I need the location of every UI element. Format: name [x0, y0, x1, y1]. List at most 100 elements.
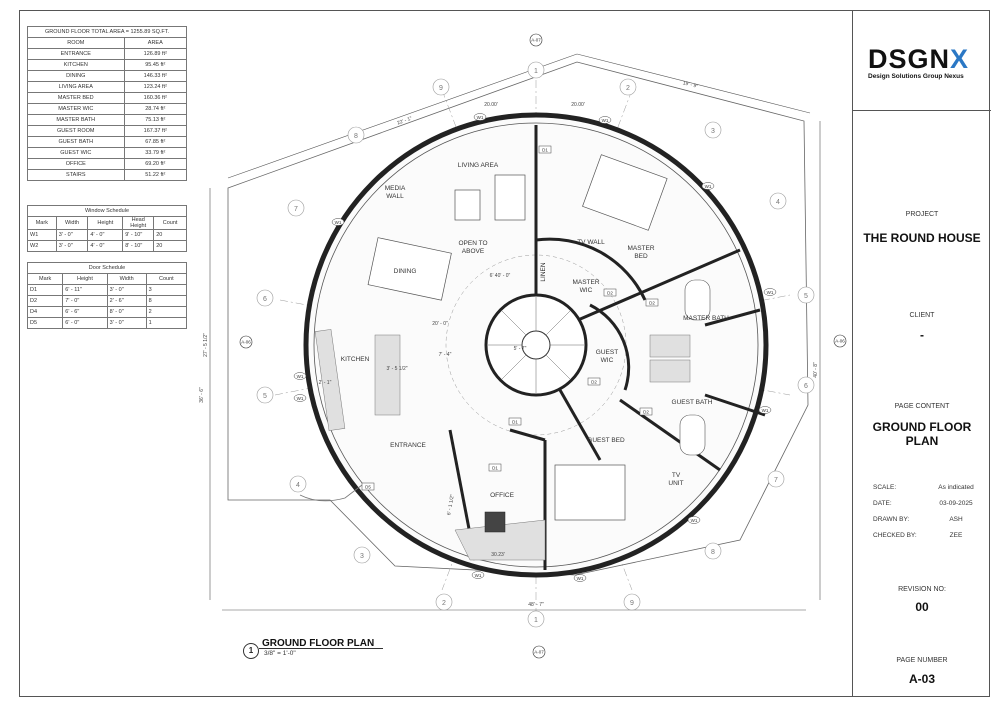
room-label-master-wic: WIC [580, 287, 593, 294]
coffee-table [454, 189, 481, 221]
svg-text:4: 4 [296, 482, 300, 489]
svg-text:7: 7 [774, 477, 778, 484]
svg-text:D2: D2 [643, 410, 649, 415]
grid-bubbles: 1 1 2 2 3 3 4 4 5 5 6 6 7 7 8 8 9 9 [256, 61, 815, 628]
window-tag: W1 [758, 406, 772, 414]
svg-text:W1: W1 [767, 290, 774, 295]
svg-text:W1: W1 [762, 408, 769, 413]
svg-text:5: 5 [804, 293, 808, 300]
dim-top-right: 19' - 9" [682, 80, 699, 90]
section-marker-right: A-06 [833, 334, 847, 348]
divider [853, 110, 991, 111]
grid-bubble: 3 [704, 121, 722, 139]
dim-label: 20' - 0" [432, 321, 448, 327]
svg-text:A-07: A-07 [531, 38, 541, 43]
svg-text:9: 9 [630, 600, 634, 607]
svg-text:W1: W1 [475, 573, 482, 578]
room-label-media: WALL [386, 193, 404, 200]
logo-accent: X [950, 44, 970, 74]
grid-bubble: 5 [256, 386, 274, 404]
dimension-line-topleft [227, 53, 578, 179]
svg-text:D5: D5 [365, 485, 371, 490]
svg-text:9: 9 [439, 85, 443, 92]
drawing-number: 1 [243, 643, 259, 659]
svg-text:A-07: A-07 [534, 650, 544, 655]
dim-bottom: 48' - 7" [528, 602, 544, 608]
door-tag: D1 [488, 463, 502, 472]
door-cell: 1 [145, 317, 188, 329]
grid-bubble: 7 [287, 199, 305, 217]
dimension-labels: 22' - 1" 20.00' 20.00' 19' - 9" 48' - 7"… [199, 80, 819, 608]
dim-top-mid: 20.00' [484, 102, 498, 108]
dim-label: 3' - 5 1/2" [386, 366, 407, 372]
window-tag: W1 [293, 394, 307, 402]
svg-text:W1: W1 [705, 184, 712, 189]
window-tag: W1 [293, 372, 307, 380]
floor-plan-drawing: LIVING AREA MEDIA WALL OPEN TO ABOVE DIN… [199, 33, 847, 659]
window-cell: 3' - 0" [55, 240, 89, 252]
logo-text: DSGN [868, 44, 951, 74]
drawn-value: ASH [949, 516, 963, 523]
grid-bubble: 9 [432, 78, 450, 96]
checked-value: ZEE [949, 532, 963, 539]
svg-text:1: 1 [534, 68, 538, 75]
door-tag: D1 [508, 417, 522, 426]
grid-bubble: 7 [767, 470, 785, 488]
dimension-line-topright [576, 53, 811, 114]
room-label-tv-wall: TV WALL [577, 239, 605, 246]
window-tag: W1 [471, 571, 485, 579]
svg-text:A-06: A-06 [835, 339, 845, 344]
svg-text:6: 6 [804, 383, 808, 390]
room-label-tv-unit: UNIT [668, 480, 683, 487]
svg-text:2: 2 [442, 600, 446, 607]
dim-label: 2' - 1" [319, 380, 332, 386]
grid-bubble: 6 [256, 289, 274, 307]
title-block: DSGNX Design Solutions Group Nexus PROJE… [852, 10, 991, 697]
door-cell: 3' - 0" [106, 317, 147, 329]
page-number: A-03 [908, 672, 935, 686]
section-markers: A-07 A-07 A-06 A-06 [239, 33, 847, 659]
window-cell: 4' - 0" [87, 240, 124, 252]
room-label-entrance: ENTRANCE [390, 442, 426, 449]
window-tag: W1 [331, 218, 345, 226]
window-tag: W1 [598, 116, 612, 124]
guest-bed [554, 464, 626, 521]
client-name: - [920, 328, 924, 342]
grid-bubble: 5 [797, 286, 815, 304]
room-label-linen: LINEN [540, 262, 547, 281]
room-label-living: LIVING AREA [458, 162, 499, 169]
checked-label: CHECKED BY: [873, 532, 917, 539]
dim-label: 30.23' [491, 552, 505, 558]
grid-bubble: 8 [704, 542, 722, 560]
room-label-media: MEDIA [385, 185, 406, 192]
dim-left2: 36' - 6" [199, 387, 205, 403]
svg-text:D1: D1 [492, 466, 498, 471]
dim-label: 5' - 7" [514, 346, 527, 352]
page-content-caption: PAGE CONTENT [894, 403, 950, 410]
drawing-title: GROUND FLOOR PLAN [262, 638, 375, 649]
project-name: THE ROUND HOUSE [863, 231, 981, 245]
grid-bubble: 2 [435, 593, 453, 611]
dim-top-left: 22' - 1" [396, 116, 413, 127]
grid-bubble: 1 [527, 61, 545, 79]
svg-text:1: 1 [534, 617, 538, 624]
door-tag: D2 [603, 288, 617, 297]
room-label-tv-unit: TV [672, 472, 681, 479]
window-tag: W1 [701, 182, 715, 190]
page-number-caption: PAGE NUMBER [896, 657, 948, 664]
svg-text:2: 2 [626, 85, 630, 92]
office-chair [484, 511, 506, 533]
svg-text:6: 6 [263, 296, 267, 303]
room-labels: LIVING AREA MEDIA WALL OPEN TO ABOVE DIN… [341, 162, 729, 499]
stair-treads [488, 297, 584, 393]
room-label-master-bed: BED [634, 253, 648, 260]
svg-text:D2: D2 [591, 380, 597, 385]
